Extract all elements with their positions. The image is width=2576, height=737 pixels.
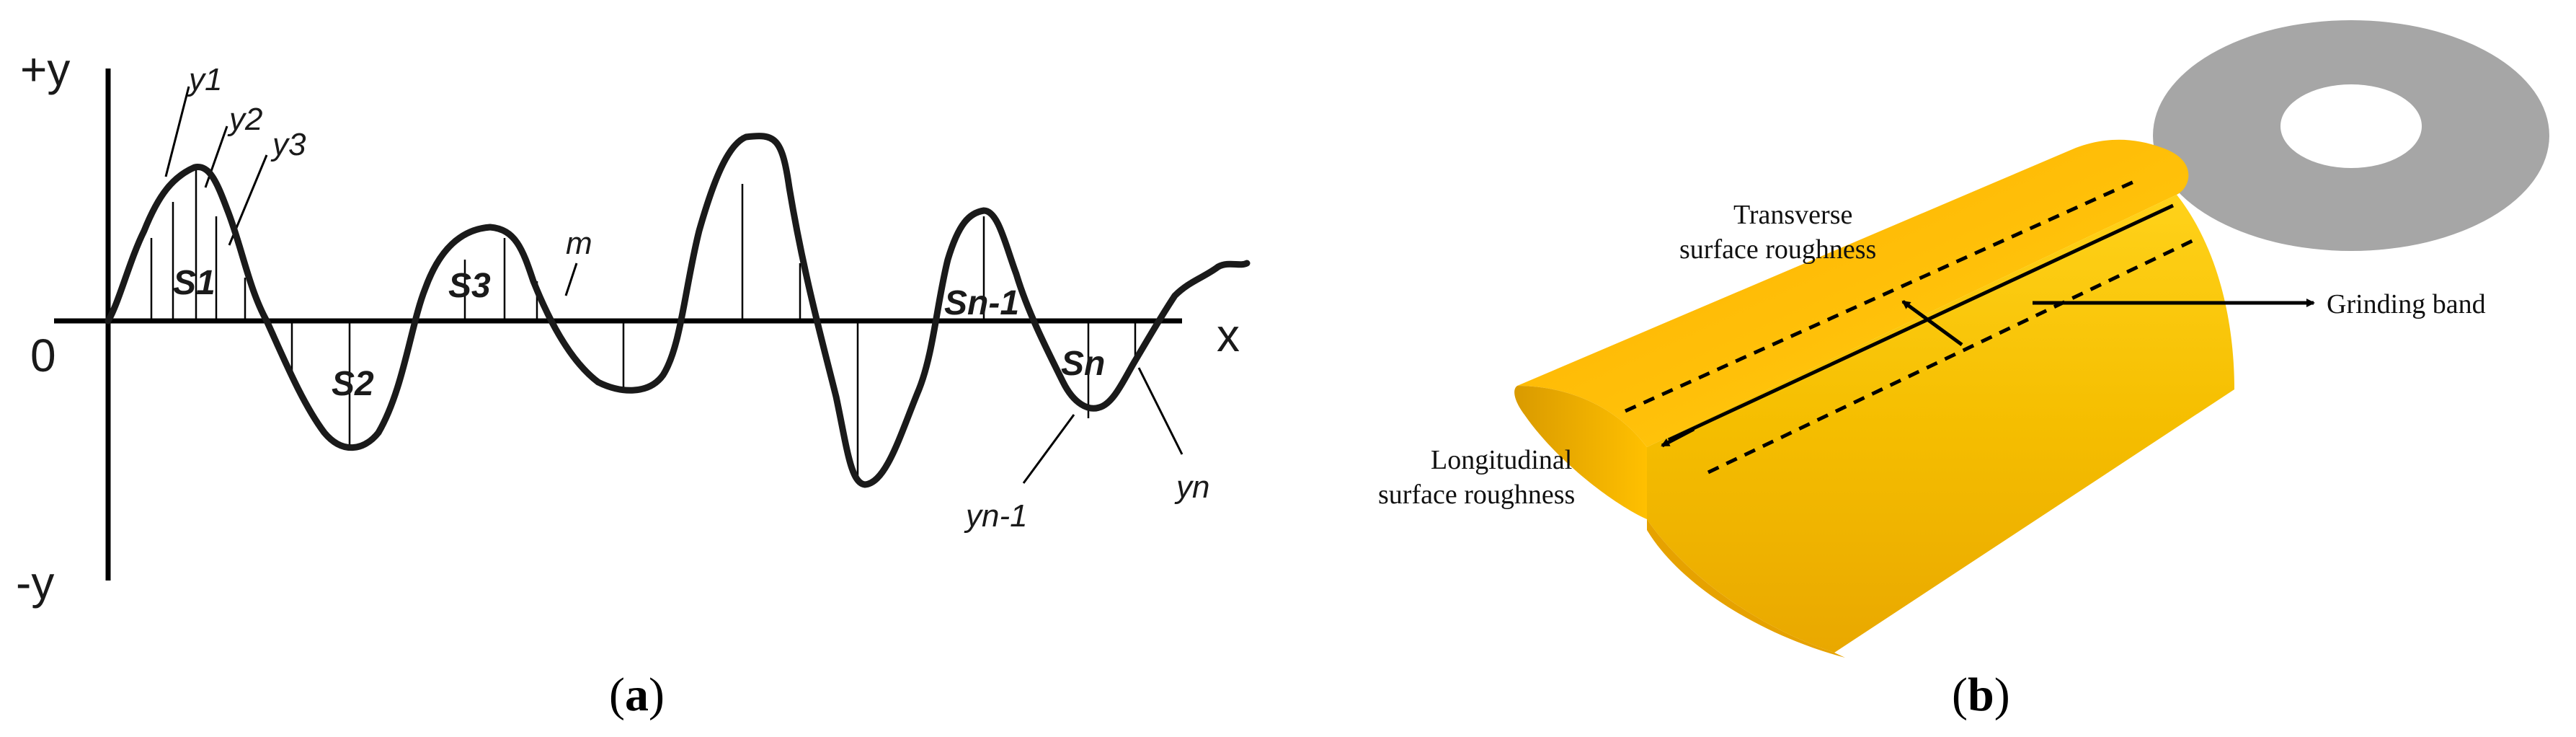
longitudinal-arrow <box>1661 427 1695 448</box>
label-s2: S2 <box>332 365 374 403</box>
axis-neg-y-label: -y <box>16 557 54 609</box>
caption-a: (a) <box>609 668 665 721</box>
label-s3: S3 <box>448 267 491 305</box>
origin-label: 0 <box>30 330 56 381</box>
caption-b: (b) <box>1952 668 2010 721</box>
transverse-arrow <box>1901 299 1963 347</box>
axis-pos-y-label: +y <box>20 43 70 95</box>
label-longitudinal: Longitudinal surface roughness <box>1378 445 1579 510</box>
grinding-path-line <box>1667 203 2175 442</box>
label-y3: y3 <box>270 127 306 162</box>
label-transverse: Transverse surface roughness <box>1679 200 1876 265</box>
panel-a: +y -y 0 x <box>16 43 1251 721</box>
block-left-end <box>1514 386 1647 519</box>
block-top-surface <box>1517 139 2189 447</box>
label-sn-1: Sn-1 <box>944 284 1019 322</box>
roughness-profile-curve <box>105 133 1251 488</box>
label-s1: S1 <box>173 264 216 302</box>
dashed-lines <box>1624 178 2200 475</box>
workpiece-block <box>1514 139 2234 658</box>
label-grinding-band: Grinding band <box>2327 289 2486 319</box>
grinding-wheel <box>2153 20 2549 251</box>
label-sn: Sn <box>1061 345 1105 383</box>
ordinate-lines <box>150 169 1137 483</box>
label-m: m <box>566 226 592 261</box>
label-y2: y2 <box>227 102 262 137</box>
block-front-face <box>1647 195 2234 653</box>
label-yn-1: yn-1 <box>964 498 1028 534</box>
label-yn: yn <box>1174 469 1209 505</box>
axis-x-label: x <box>1217 309 1240 361</box>
panel-b: Transverse surface roughness Longitudina… <box>1378 20 2549 721</box>
label-y1: y1 <box>187 62 222 97</box>
